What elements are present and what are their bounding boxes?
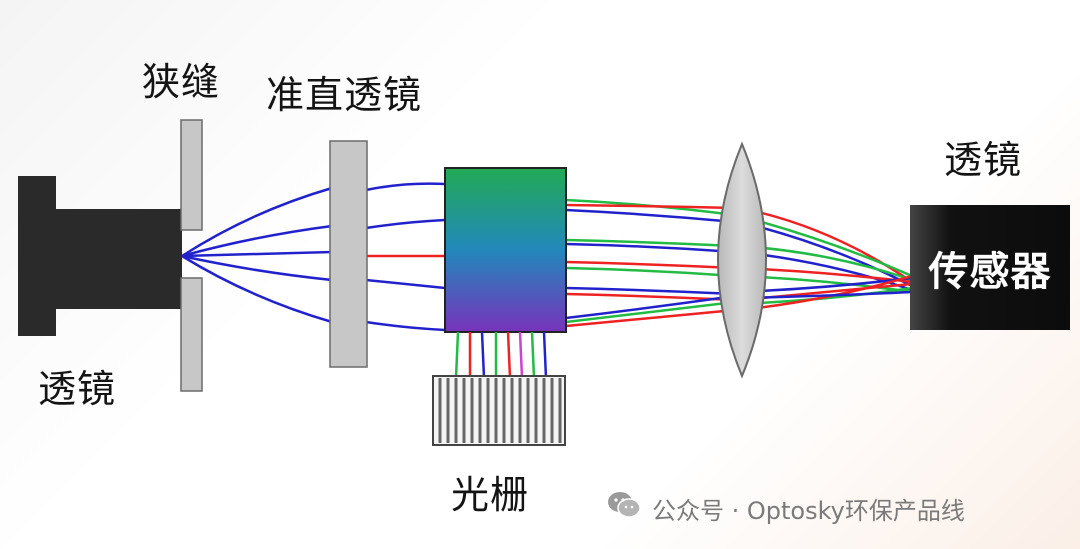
- focusing-lens: [717, 141, 767, 379]
- slit-label: 狭缝: [142, 60, 221, 104]
- watermark-text: 公众号 · Optosky环保产品线: [652, 496, 965, 525]
- grating-label: 光栅: [451, 473, 530, 517]
- slit-upper-plate: [180, 119, 203, 231]
- blue-rays-collimator-grating: [365, 182, 446, 332]
- input-lens-label: 透镜: [38, 367, 117, 411]
- focusing-lens-label: 透镜: [944, 138, 1023, 182]
- slit-lower-plate: [180, 277, 203, 392]
- dispersed-rays-grating-lens: [565, 198, 736, 328]
- grating-block: [444, 167, 567, 333]
- input-lens-flange: [18, 176, 56, 336]
- comb-grating: [432, 375, 566, 446]
- blue-rays-slit-collimator: [181, 186, 333, 324]
- input-lens-barrel: [56, 209, 182, 309]
- grating-output-rays: [454, 331, 548, 379]
- sensor-block: [910, 205, 1070, 330]
- wechat-icon: [606, 490, 642, 526]
- collimating-lens-label: 准直透镜: [266, 73, 423, 117]
- collimating-lens: [329, 140, 368, 368]
- sensor-label: 传感器: [928, 248, 1052, 295]
- watermark: 公众号 · Optosky环保产品线: [606, 491, 965, 525]
